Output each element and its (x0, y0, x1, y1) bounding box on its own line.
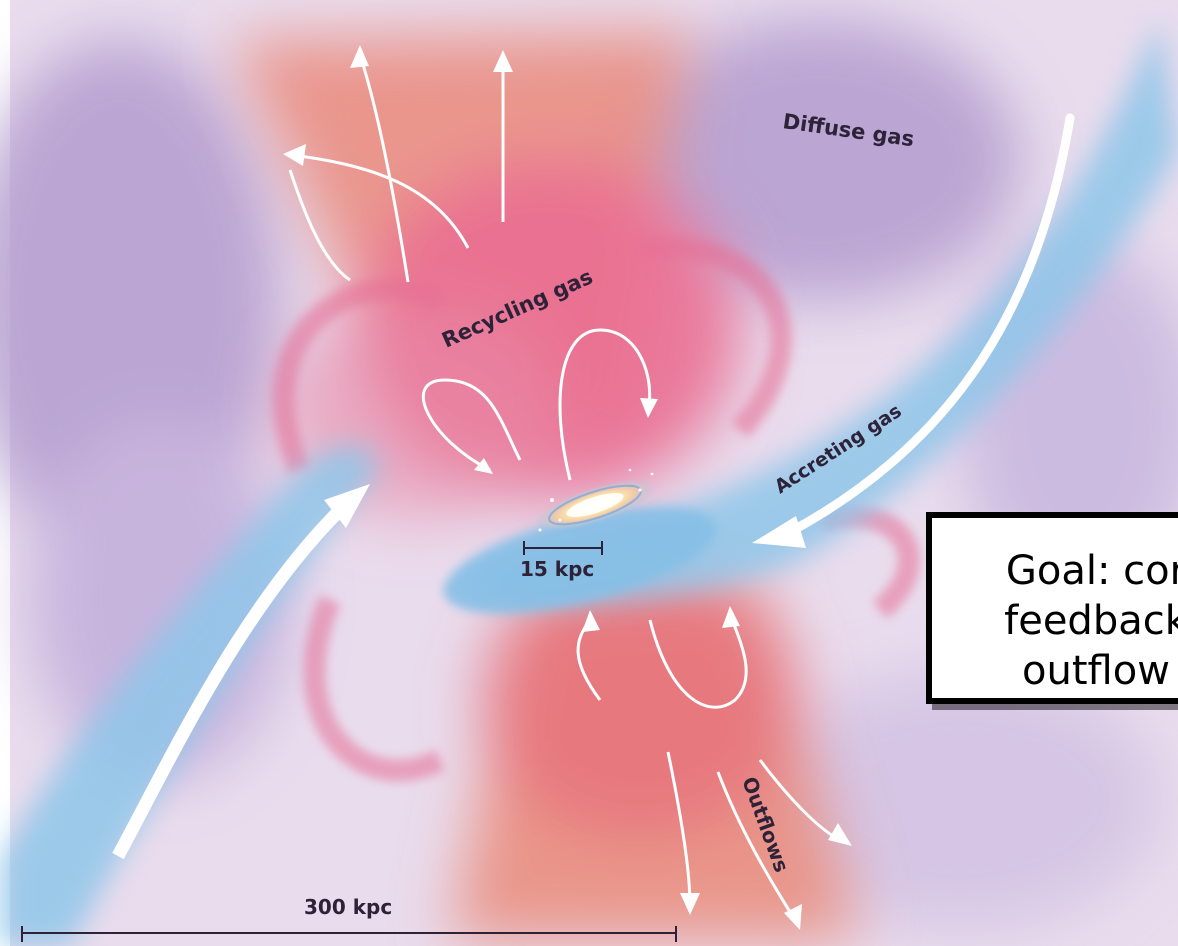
scale-label-15kpc: 15 kpc (520, 557, 594, 581)
goal-callout-text: Goal: cor feedback outflow (946, 546, 1178, 696)
goal-callout-box: Goal: cor feedback outflow (926, 512, 1178, 704)
scale-label-300kpc: 300 kpc (304, 895, 392, 919)
